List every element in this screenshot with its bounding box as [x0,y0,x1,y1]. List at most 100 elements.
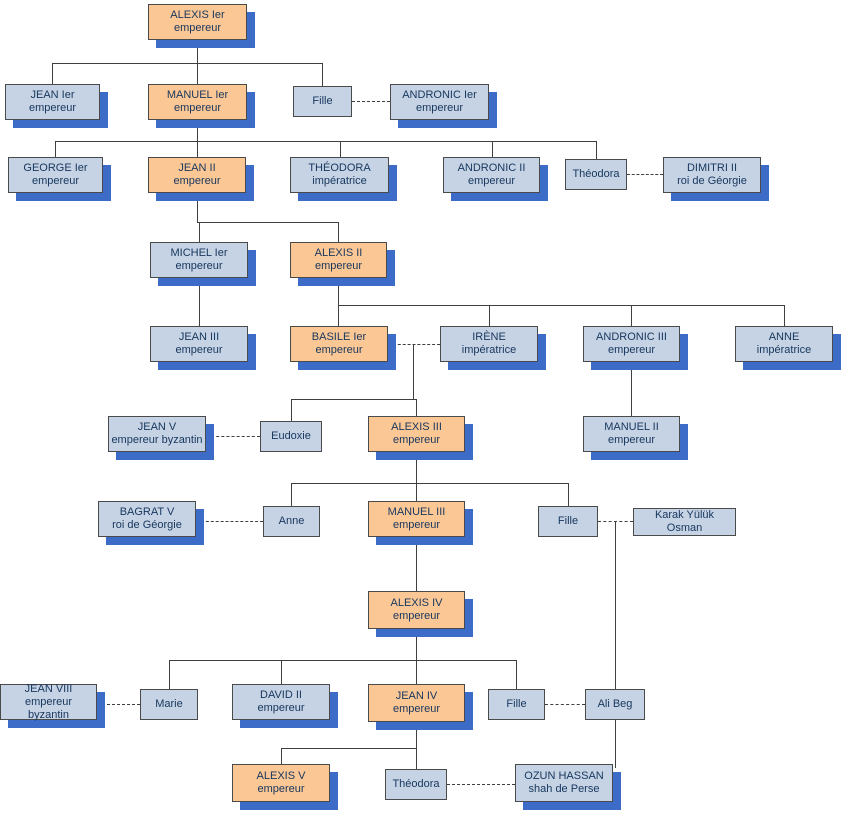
connector-line [55,141,56,157]
connector-line [197,63,198,84]
node-role-text: impératrice [312,175,367,187]
connector-line [281,660,282,684]
node-name-text: ALEXIS II [314,247,363,259]
node-george-ier: GEORGE Ier empereur [8,157,103,193]
connector-line [291,483,569,484]
connector-line [197,40,198,63]
connector-line [416,748,417,769]
connector-line [516,660,517,689]
connector-line [489,305,490,326]
node-role-text: empereur [175,344,223,356]
connector-line [338,222,339,242]
node-name-text: Fille [312,95,333,107]
marriage-dashed-line [545,704,585,705]
marriage-dashed-line [97,704,140,705]
node-name-text: THÉODORA [308,162,371,174]
node-anne-imperatrice: ANNE impératrice [735,326,833,362]
node-alexis-iv: ALEXIS IV empereur [368,591,465,629]
connector-line [197,141,198,157]
node-role-text: impératrice [461,344,517,356]
node-name-text: ALEXIS V [256,770,306,782]
connector-line [281,748,282,764]
node-role-text: empereur [392,703,441,715]
node-role-text: empereur [415,102,464,114]
connector-line [338,305,339,326]
connector-line [631,362,632,416]
connector-line [416,399,417,416]
node-name-text: JEAN II [178,162,216,174]
node-role-text: empereur [607,434,656,446]
node-fille-2: Fille [538,506,598,537]
node-name-text: OZUN HASSAN [524,770,604,782]
connector-line [615,720,616,768]
node-eudoxie: Eudoxie [260,421,322,452]
node-andronic-ii: ANDRONIC II empereur [443,157,540,193]
node-role-text: empereur [392,519,441,531]
node-name-text: MANUEL Ier [166,89,229,101]
connector-line [169,660,170,689]
node-name-text: ANDRONIC III [596,331,667,343]
node-fille-1: Fille [293,86,352,117]
node-name-text: JEAN V [137,421,177,433]
node-role-text: empereur [314,260,363,272]
connector-line [199,278,200,326]
node-name-text: DAVID II [260,689,302,701]
node-role-text: empereur [173,175,221,187]
node-alexis-ier: ALEXIS Ier empereur [148,4,247,40]
node-david-ii: DAVID II empereur [232,684,330,720]
marriage-dashed-line [206,436,260,437]
connector-line [338,305,785,306]
node-name-text: Théodora [392,778,440,790]
node-manuel-ii: MANUEL II empereur [583,416,680,452]
marriage-dashed-line [627,174,663,175]
node-name-text: MANUEL II [604,421,659,433]
connector-line [55,141,597,142]
node-andronic-ier: ANDRONIC Ier empereur [390,84,489,120]
connector-line [416,660,417,684]
node-name-text: JEAN IV [395,690,438,702]
node-name-text: BAGRAT V [119,506,175,518]
marriage-dashed-line [388,344,440,345]
node-role-text: empereur byzantin [24,695,73,721]
connector-line [416,629,417,660]
node-theodora-2: Théodora [385,769,447,800]
connector-line [52,63,323,64]
node-name-text: Fille [557,515,579,527]
connector-line [199,222,200,242]
connector-line [197,222,339,223]
node-name-text: Eudoxie [271,430,311,442]
node-role-text: empereur [315,344,363,356]
node-role-text: roi de Géorgie [677,175,747,187]
node-andronic-iii: ANDRONIC III empereur [583,326,680,362]
node-anne-fille: Anne [263,506,320,537]
node-theodora-imperatrice: THÉODORA impératrice [290,157,389,193]
node-name-text: BASILE Ier [311,331,367,343]
node-ozun-hassan: OZUN HASSAN shah de Perse [515,764,613,802]
node-dimitri-ii: DIMITRI II roi de Géorgie [663,157,761,193]
node-alexis-v: ALEXIS V empereur [232,764,330,802]
connector-line [615,521,616,689]
connector-line [338,278,339,305]
node-name-text: Anne [278,515,305,527]
connector-line [416,452,417,483]
node-jean-v: JEAN V empereur byzantin [108,416,206,452]
node-name-text: MANUEL III [387,506,446,518]
connector-line [416,722,417,748]
node-role-text: roi de Géorgie [112,519,182,531]
marriage-dashed-line [196,521,263,522]
connector-line [291,399,417,400]
node-role-text: empereur [392,610,441,622]
node-name-text: JEAN III [178,331,220,343]
node-manuel-iii: MANUEL III empereur [368,501,465,537]
connector-line [413,344,414,399]
connector-line [322,63,323,86]
node-role-text: empereur [28,102,77,114]
node-bagrat-v: BAGRAT V roi de Géorgie [98,501,196,537]
connector-line [568,483,569,506]
node-marie: Marie [140,689,198,720]
node-role-text: empereur [173,22,222,34]
node-name-text: GEORGE Ier [23,162,88,174]
connector-line [784,305,785,326]
node-role-text: empereur [257,783,305,795]
node-fille-3: Fille [488,689,545,720]
